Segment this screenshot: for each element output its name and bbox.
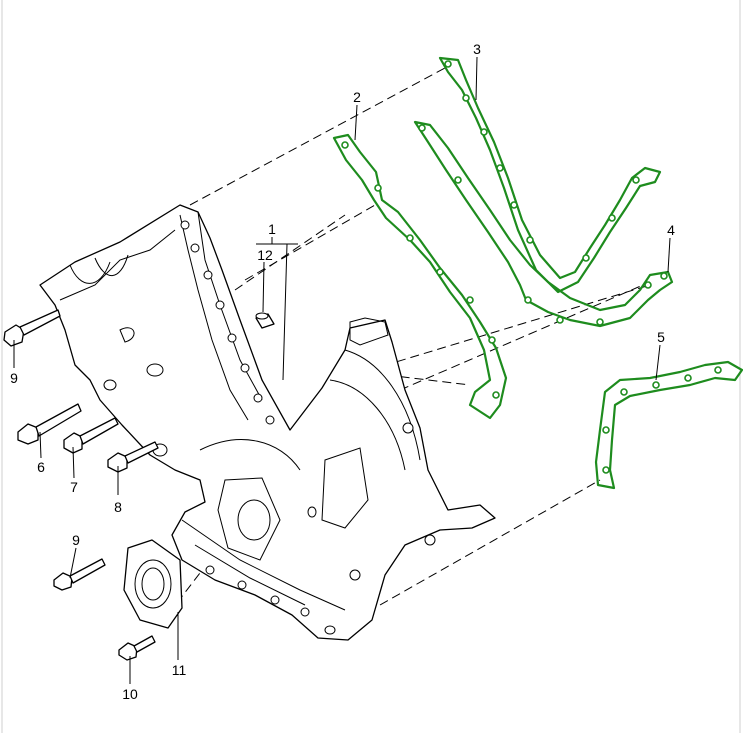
callout-2: 2 [353,89,361,105]
callout-9-lower: 9 [72,532,80,548]
timing-cover [39,204,496,641]
bolt-6 [17,403,82,445]
gasket-3 [438,56,662,294]
bolt-7 [63,417,119,454]
gasket-4 [413,120,674,328]
alignment-lines [159,67,651,626]
dowel-pin [255,312,275,329]
callout-7: 7 [70,479,78,495]
bolt-8 [107,441,159,473]
callout-4: 4 [667,222,675,238]
crankshaft-seal [123,539,183,629]
bolt-9-upper [3,309,61,347]
callout-6: 6 [37,459,45,475]
callout-3: 3 [473,41,481,57]
gasket-5 [594,360,743,490]
callout-11: 11 [172,662,187,678]
callout-12: 12 [257,247,273,263]
callout-10: 10 [122,686,138,702]
leader-lines [13,56,671,684]
bolt-9-lower [53,558,106,591]
bolt-10 [118,635,156,661]
callout-5: 5 [657,329,665,345]
callout-1: 1 [268,221,276,237]
callout-8: 8 [114,499,122,515]
callout-labels: 1 2 3 4 5 6 7 8 9 9 10 11 12 [10,41,675,702]
callout-9-upper: 9 [10,370,18,386]
gasket-2 [332,133,508,420]
